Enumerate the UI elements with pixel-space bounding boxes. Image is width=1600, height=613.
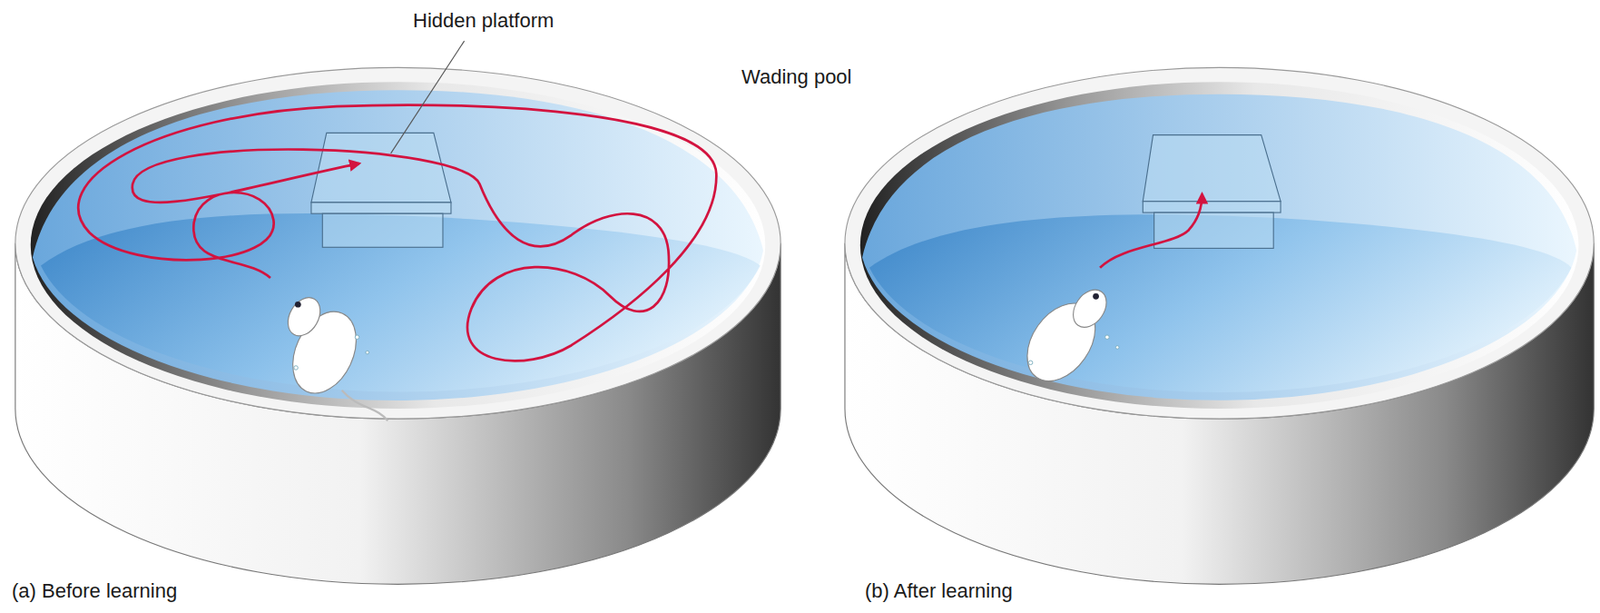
panel-caption: (a) Before learning bbox=[11, 579, 177, 603]
hidden-platform bbox=[1142, 135, 1281, 249]
pool-left bbox=[15, 67, 781, 584]
swim-path bbox=[1099, 194, 1202, 268]
pool-right bbox=[844, 67, 1594, 584]
platform-label: Hidden platform bbox=[412, 9, 554, 33]
panel-caption: (b) After learning bbox=[864, 579, 1013, 603]
leader-line bbox=[391, 40, 465, 154]
pool-label: Wading pool bbox=[741, 65, 852, 89]
rat bbox=[1012, 283, 1120, 393]
rat bbox=[280, 291, 388, 421]
